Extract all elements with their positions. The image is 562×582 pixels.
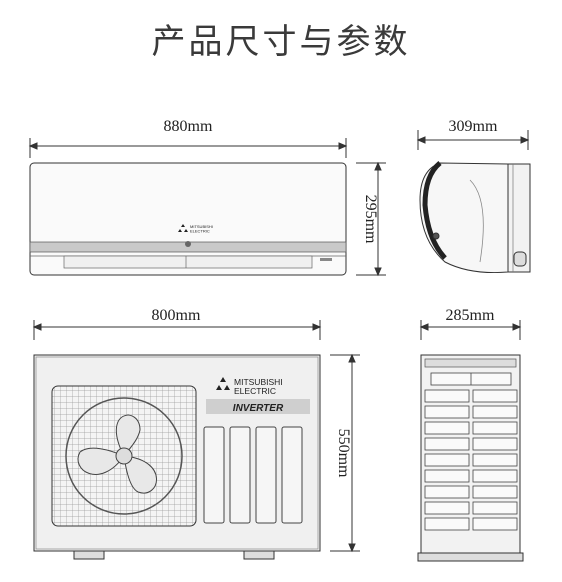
indoor-height-dimension (356, 161, 386, 277)
outdoor-depth-label: 285mm (446, 307, 495, 324)
indoor-front-unit: MITSUBISHI ELECTRIC (29, 162, 347, 276)
svg-text:MITSUBISHI: MITSUBISHI (234, 377, 283, 387)
indoor-logo: MITSUBISHI ELECTRIC (178, 224, 213, 234)
indoor-width-label: 880mm (164, 118, 213, 135)
outdoor-height-dimension (330, 353, 360, 553)
svg-text:MITSUBISHI: MITSUBISHI (190, 224, 213, 229)
outdoor-logo: MITSUBISHI ELECTRIC INVERTER (206, 377, 310, 414)
outdoor-front-unit: MITSUBISHI ELECTRIC INVERTER (33, 354, 321, 560)
indoor-depth-dimension (416, 130, 530, 150)
indoor-height-label: 295mm (362, 195, 379, 244)
indoor-front-dimension (28, 138, 348, 158)
indoor-side-unit (419, 161, 531, 274)
svg-text:ELECTRIC: ELECTRIC (190, 229, 210, 234)
indoor-depth-label: 309mm (449, 118, 498, 135)
outdoor-front-dimension (32, 320, 322, 340)
outdoor-height-label: 550mm (335, 429, 352, 478)
inverter-badge: INVERTER (233, 403, 284, 414)
page-title: 产品尺寸与参数 (151, 22, 411, 62)
outdoor-width-label: 800mm (152, 307, 201, 324)
svg-text:ELECTRIC: ELECTRIC (234, 386, 276, 396)
outdoor-side-unit (417, 354, 524, 562)
outdoor-depth-dimension (419, 320, 522, 340)
